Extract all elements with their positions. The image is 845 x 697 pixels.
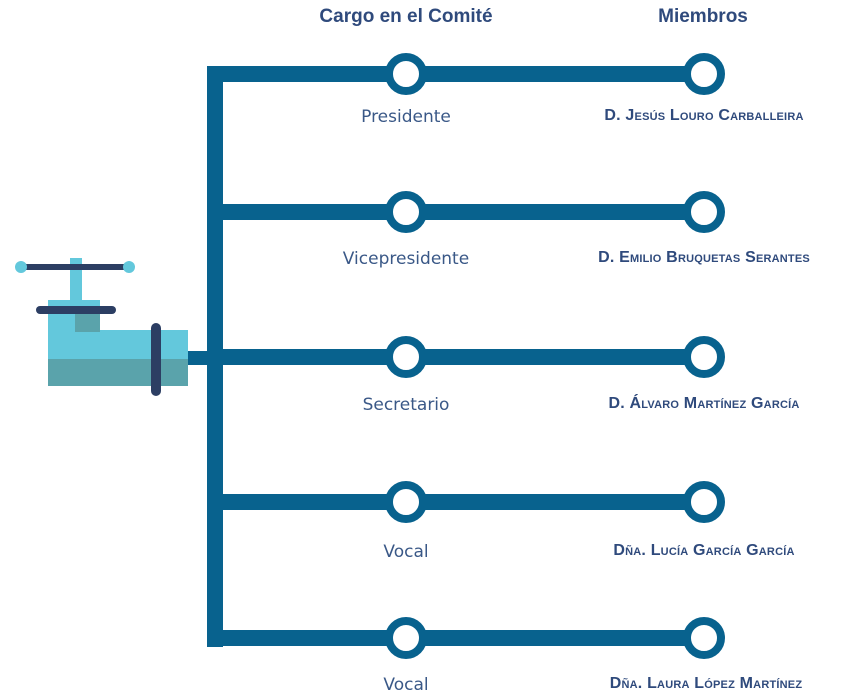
branch-pipe: [207, 349, 707, 365]
role-label: Secretario: [362, 395, 450, 415]
ring-node-icon: [385, 617, 427, 659]
header-members: Miembros: [658, 6, 748, 27]
ring-node-icon: [385, 191, 427, 233]
water-tap-icon: [15, 258, 188, 396]
header-role: Cargo en el Comité: [319, 6, 493, 27]
ring-node-icon: [683, 336, 725, 378]
ring-node-icon: [683, 191, 725, 233]
member-label: Dña. Laura López Martínez: [609, 675, 803, 692]
role-label: Vocal: [383, 542, 429, 562]
role-label: Vicepresidente: [342, 249, 470, 269]
role-label: Presidente: [361, 107, 451, 127]
ring-node-icon: [683, 53, 725, 95]
member-label: D. Emilio Bruquetas Serantes: [598, 249, 810, 266]
branch-pipe: [207, 204, 707, 220]
ring-node-icon: [385, 53, 427, 95]
branch-pipe: [207, 494, 707, 510]
branch-pipe: [207, 66, 707, 82]
member-label: D. Álvaro Martínez García: [608, 395, 800, 412]
ring-node-icon: [385, 336, 427, 378]
pipe-branches: [207, 53, 725, 659]
ring-node-icon: [683, 481, 725, 523]
member-label: Dña. Lucía García García: [613, 542, 795, 559]
member-label: D. Jesús Louro Carballeira: [604, 107, 804, 124]
ring-node-icon: [385, 481, 427, 523]
role-label: Vocal: [383, 675, 429, 695]
ring-node-icon: [683, 617, 725, 659]
branch-pipe: [207, 630, 707, 646]
